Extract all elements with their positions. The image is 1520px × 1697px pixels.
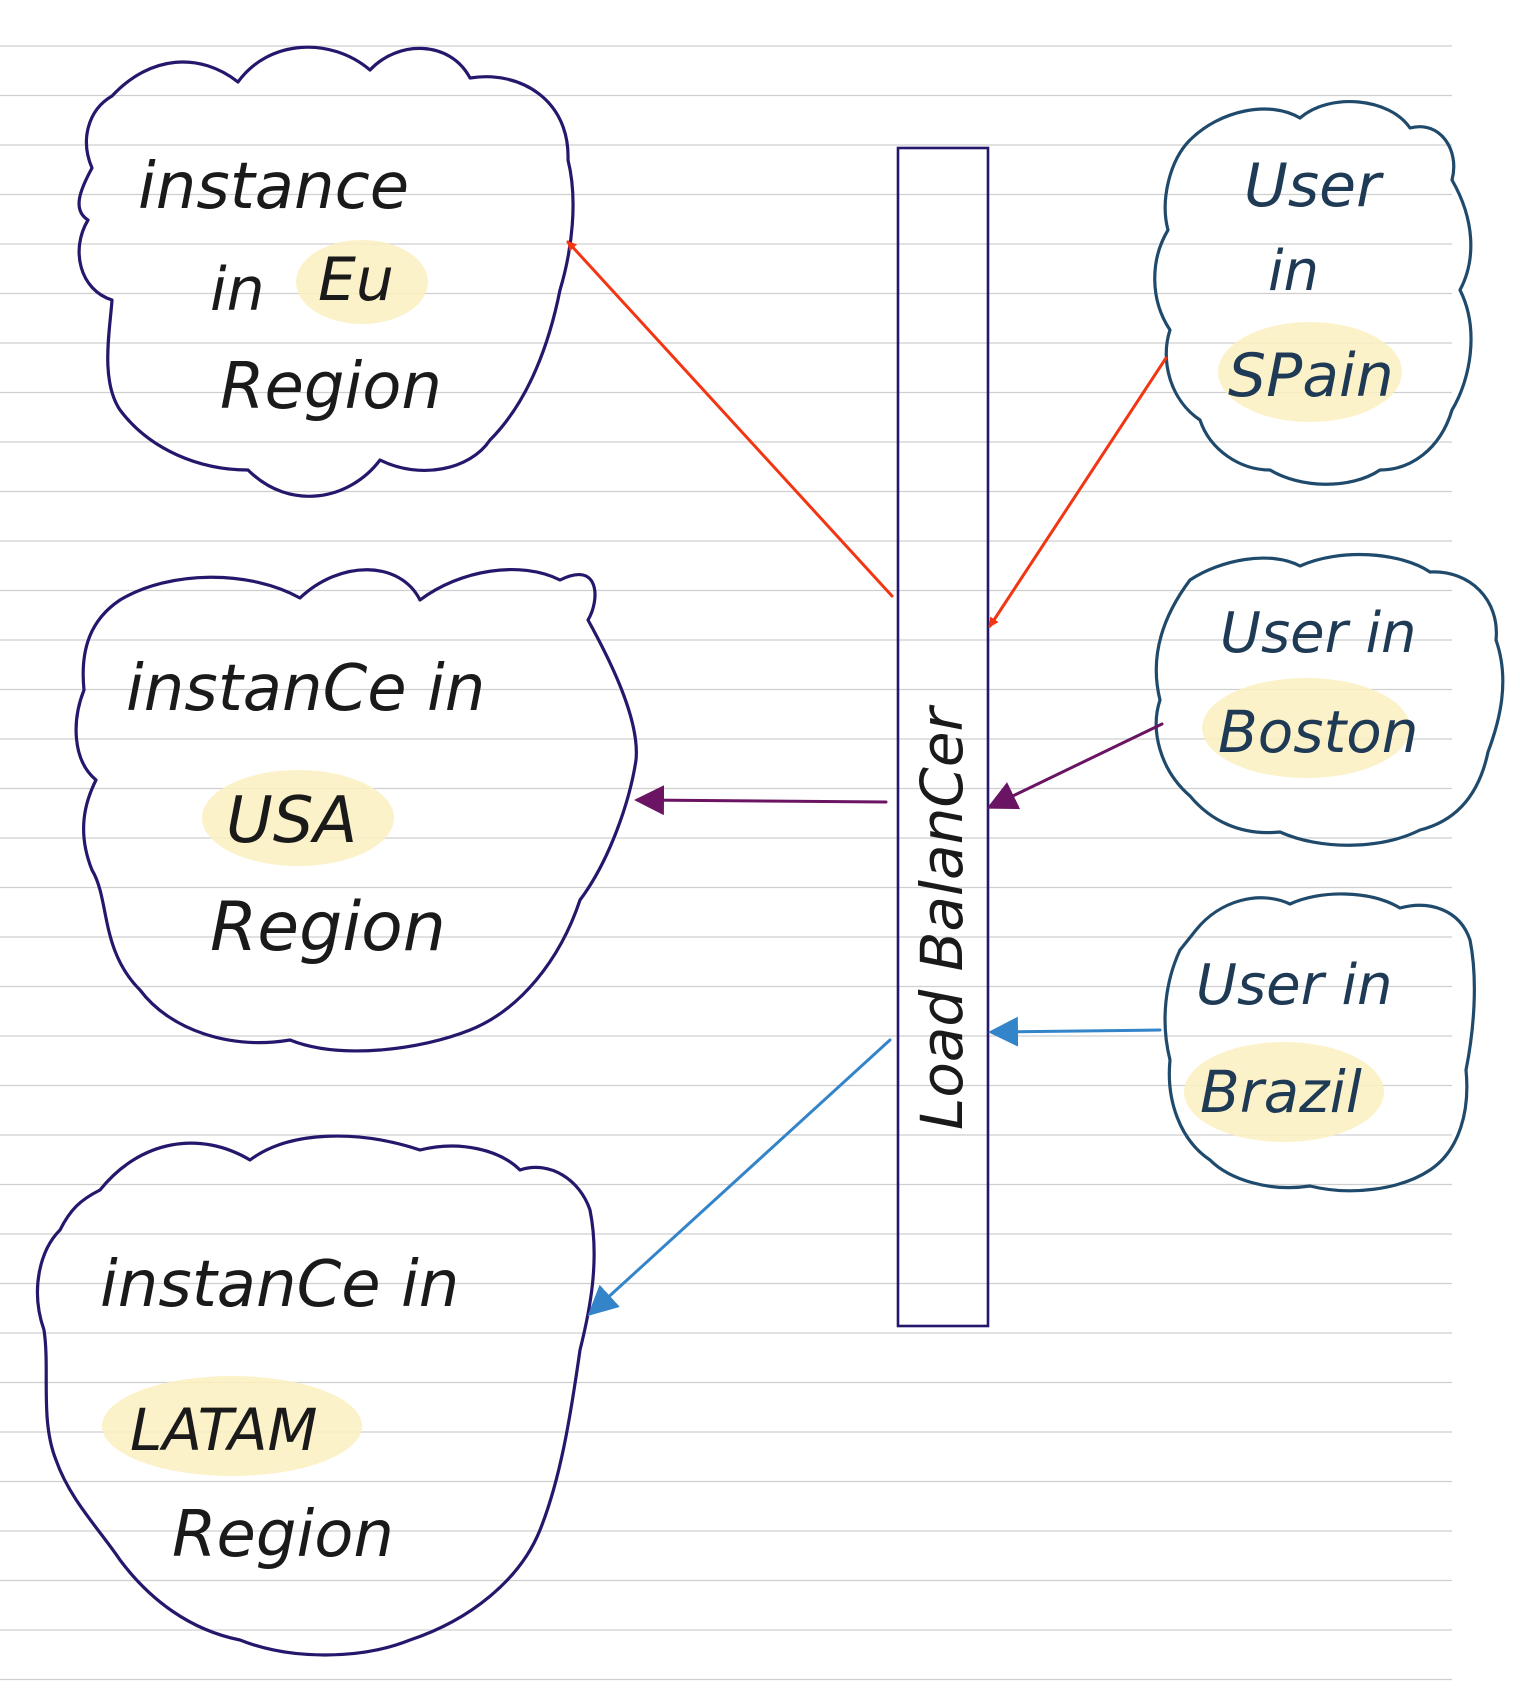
user-boston-text: User in Boston — [1218, 601, 1418, 766]
user-spain-line-3: SPain — [1228, 341, 1394, 411]
cloud-user-boston — [1154, 552, 1505, 847]
highlight-marks — [102, 240, 1410, 1476]
user-boston-line-1: User in — [1220, 601, 1417, 666]
cloud-user-brazil — [1163, 892, 1476, 1193]
cloud-instance-eu — [77, 45, 575, 498]
cloud-user-spain — [1153, 99, 1473, 486]
highlight-spain — [1218, 322, 1402, 422]
user-brazil-line-1: User in — [1196, 953, 1393, 1018]
instance-usa-line-2: USA — [226, 784, 357, 858]
instance-eu-line-1: instance — [138, 150, 409, 224]
arrow-boston-to-lb — [986, 722, 1164, 810]
load-balancer-label: Load BalanCer — [908, 704, 976, 1130]
highlight-boston — [1202, 678, 1410, 778]
arrow-lb-to-latam — [587, 1038, 892, 1317]
instance-eu-text: instance in Eu Region — [138, 150, 442, 424]
highlight-brazil — [1184, 1042, 1384, 1142]
instance-latam-line-1: instanCe in — [100, 1248, 459, 1322]
instance-latam-text: instanCe in LATAM Region — [100, 1248, 459, 1572]
highlight-eu — [296, 240, 428, 324]
load-balancer-box — [896, 146, 990, 1328]
user-spain-text: User in SPain — [1228, 151, 1394, 411]
arrow-brazil-to-lb — [988, 1016, 1162, 1047]
instance-usa-text: instanCe in USA Region — [126, 652, 485, 967]
instance-eu-line-3: Eu — [318, 245, 394, 315]
highlight-usa — [202, 770, 394, 866]
arrow-spain-to-lb — [988, 356, 1168, 628]
ruled-paper-lines — [0, 45, 1452, 1681]
user-boston-line-2: Boston — [1218, 698, 1418, 766]
instance-latam-line-2: LATAM — [130, 1396, 318, 1464]
highlight-latam — [102, 1376, 362, 1476]
user-brazil-text: User in Brazil — [1196, 953, 1393, 1126]
instance-eu-line-2: in — [210, 255, 265, 325]
cloud-instance-usa — [74, 568, 638, 1053]
user-spain-line-1: User — [1244, 151, 1384, 221]
instance-usa-line-1: instanCe in — [126, 652, 485, 726]
instance-latam-line-3: Region — [172, 1498, 394, 1572]
arrow-lb-to-eu — [566, 240, 894, 598]
instance-eu-line-4: Region — [220, 350, 442, 424]
cloud-instance-latam — [35, 1134, 596, 1657]
arrow-lb-to-usa — [634, 785, 888, 816]
arrows — [566, 240, 1168, 1317]
instance-usa-line-3: Region — [210, 888, 446, 967]
user-brazil-line-2: Brazil — [1200, 1058, 1362, 1126]
user-spain-line-2: in — [1268, 239, 1319, 304]
